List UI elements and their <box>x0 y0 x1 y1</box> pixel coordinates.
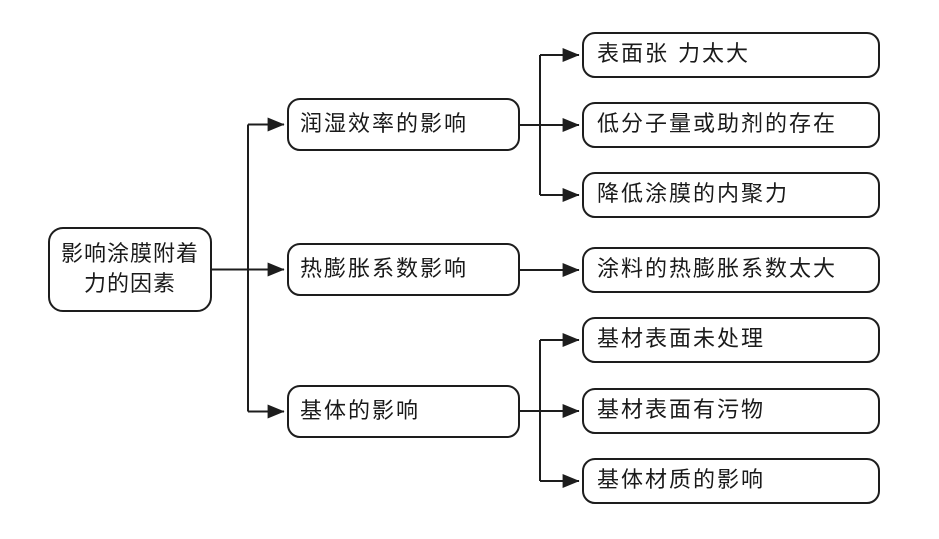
leaf-surface-tension-too-high-label: 表面张 力太大 <box>597 42 750 68</box>
branch-substrate: 基体的影响 <box>287 385 520 438</box>
branch-wetting-efficiency: 润湿效率的影响 <box>287 98 520 151</box>
leaf-low-molecular-weight-or-additives: 低分子量或助剂的存在 <box>582 102 880 148</box>
leaf-substrate-surface-contaminated-label: 基材表面有污物 <box>597 398 766 424</box>
leaf-surface-tension-too-high: 表面张 力太大 <box>582 32 880 78</box>
leaf-coating-thermal-expansion-too-high: 涂料的热膨胀系数太大 <box>582 247 880 293</box>
root-factor-label: 影响涂膜附着力的因素 <box>60 241 199 297</box>
branch-thermal-expansion: 热膨胀系数影响 <box>287 243 520 296</box>
leaf-reduced-film-cohesion-label: 降低涂膜的内聚力 <box>597 182 790 208</box>
leaf-reduced-film-cohesion: 降低涂膜的内聚力 <box>582 172 880 218</box>
root-factor-node: 影响涂膜附着力的因素 <box>48 227 212 312</box>
branch-substrate-label: 基体的影响 <box>300 398 421 424</box>
leaf-substrate-surface-untreated: 基材表面未处理 <box>582 317 880 363</box>
branch-wetting-efficiency-label: 润湿效率的影响 <box>300 111 469 137</box>
branch-thermal-expansion-label: 热膨胀系数影响 <box>300 256 469 282</box>
leaf-substrate-surface-untreated-label: 基材表面未处理 <box>597 327 766 353</box>
leaf-low-molecular-weight-or-additives-label: 低分子量或助剂的存在 <box>597 112 838 138</box>
leaf-substrate-surface-contaminated: 基材表面有污物 <box>582 388 880 434</box>
leaf-substrate-material-influence-label: 基体材质的影响 <box>597 468 766 494</box>
leaf-substrate-material-influence: 基体材质的影响 <box>582 458 880 504</box>
leaf-coating-thermal-expansion-too-high-label: 涂料的热膨胀系数太大 <box>597 257 838 283</box>
